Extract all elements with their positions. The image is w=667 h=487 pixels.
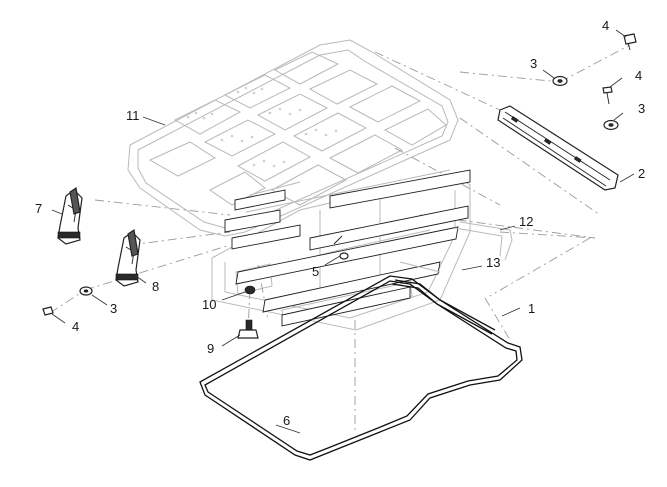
callout-1: 1: [528, 301, 535, 316]
mounting-rail: [497, 105, 619, 191]
bolt-mid-right: [602, 86, 613, 105]
inner-seal: [399, 261, 441, 273]
callout-labels: 1 2 3 3 3 4 4 4 5 6 7 8 9 10 11 12 13: [35, 18, 645, 428]
washer-left: [79, 286, 93, 296]
roof-cover-panel: [127, 39, 459, 237]
retaining-pin: [333, 235, 349, 260]
callout-9: 9: [207, 341, 214, 356]
latch-upper: [57, 186, 83, 245]
callout-4-left: 4: [72, 319, 79, 334]
callout-3-top: 3: [530, 56, 537, 71]
callout-5: 5: [312, 264, 319, 279]
callout-8: 8: [152, 279, 159, 294]
washer-mid-right: [603, 119, 619, 131]
rubber-foot: [237, 319, 259, 339]
callout-12: 12: [519, 214, 533, 229]
support-tube: [454, 221, 513, 261]
bolt-left: [42, 306, 54, 316]
callout-10: 10: [202, 297, 216, 312]
nut-insert: [244, 285, 256, 295]
gasket-seal: [199, 275, 523, 461]
latch-lower: [115, 228, 141, 287]
callout-4-top: 4: [602, 18, 609, 33]
leader-lines: [51, 29, 635, 434]
callout-3-right: 3: [638, 101, 645, 116]
callout-2: 2: [638, 166, 645, 181]
bolt-top-right: [623, 33, 637, 51]
callout-7: 7: [35, 201, 42, 216]
washer-top: [552, 75, 568, 87]
callout-11: 11: [126, 108, 140, 123]
callout-13: 13: [486, 255, 500, 270]
callout-4-mid: 4: [635, 68, 642, 83]
callout-6: 6: [283, 413, 290, 428]
callout-3-left: 3: [110, 301, 117, 316]
